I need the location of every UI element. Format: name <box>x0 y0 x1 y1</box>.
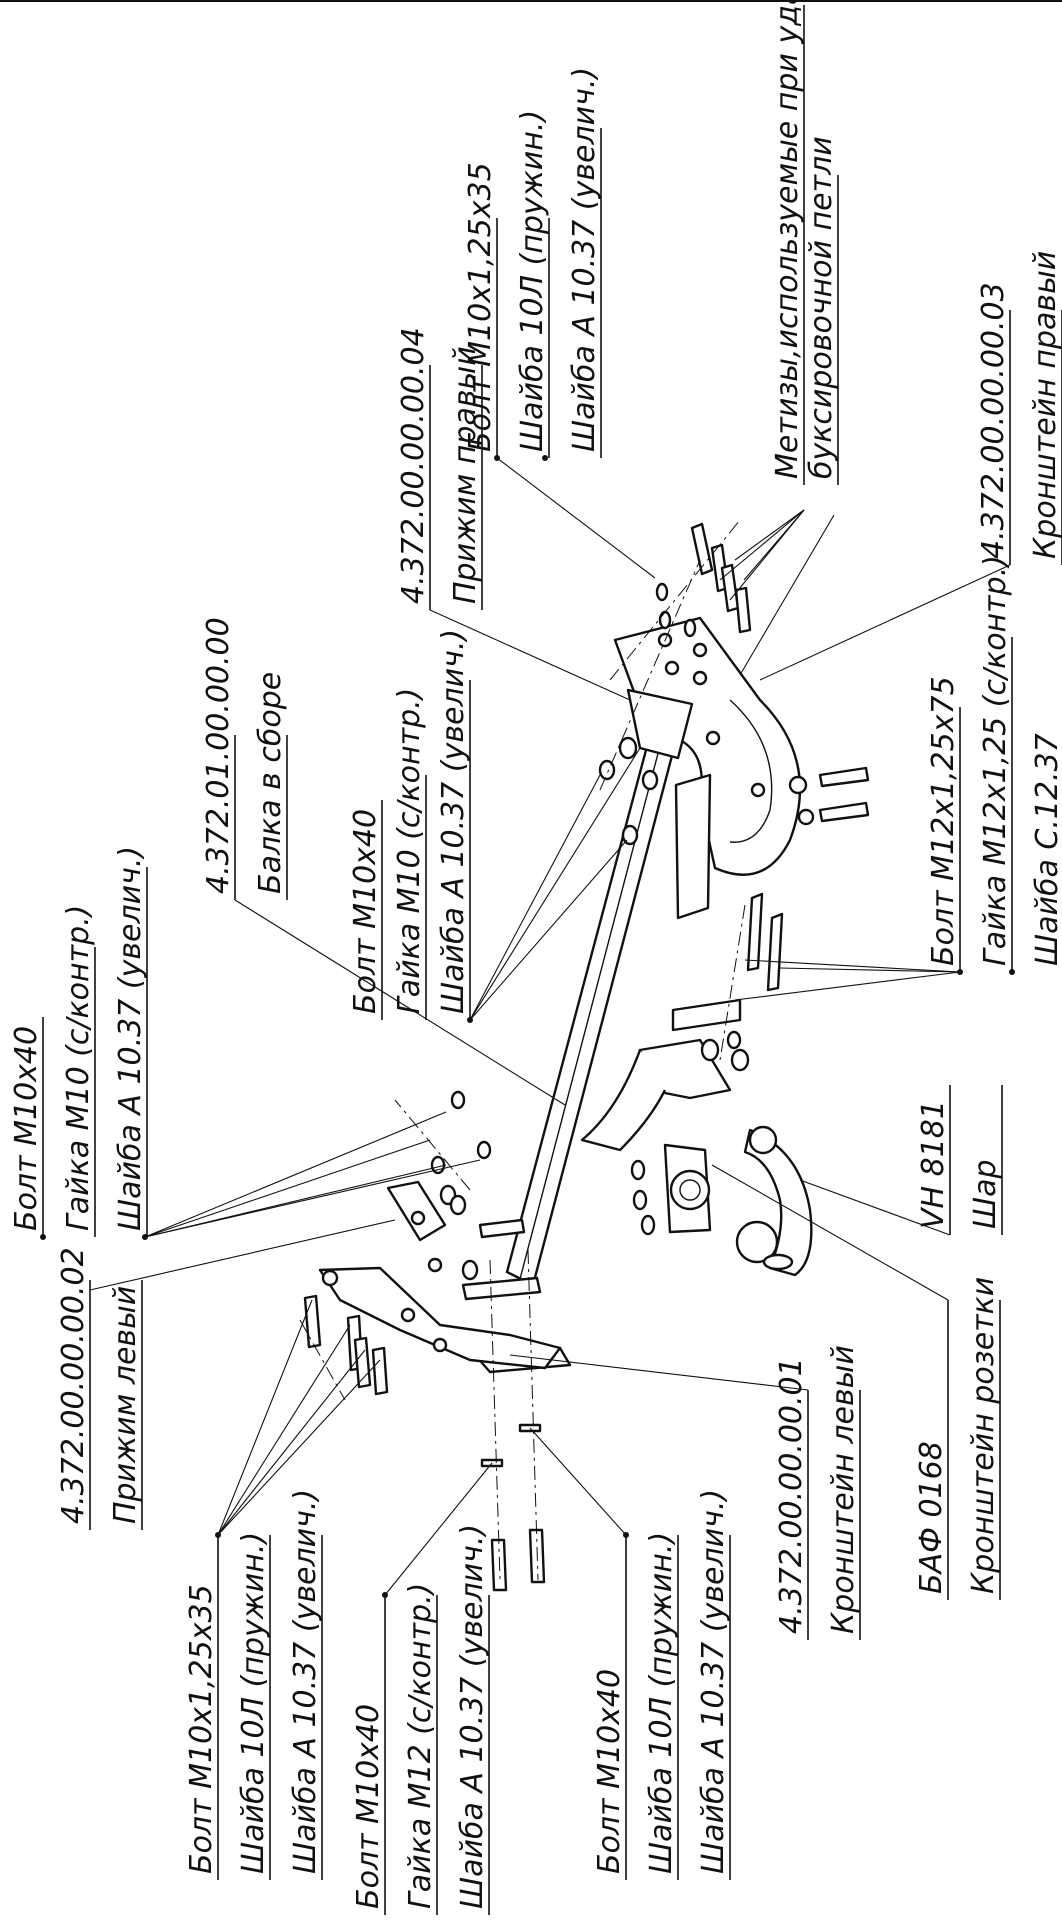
callout-label: Болт М10х40 <box>9 1026 44 1231</box>
callout-label: Болт М10х1,25х35 <box>463 162 498 452</box>
callout-label: Болт М10х40 <box>348 809 383 1014</box>
label-group-mid: Болт М10х40 Гайка М10 (с/контр.) Шайба А… <box>348 629 471 1020</box>
label-group-bl3: Болт М10х40 Шайба 10Л (пружин.) Шайба А … <box>592 1489 731 1880</box>
callout-label: Болт М10х40 <box>592 1669 627 1874</box>
callout-label: Шайба А 10.37 (увелич.) <box>455 1524 490 1909</box>
callout-label: Гайка М12 (с/контр.) <box>403 1583 438 1909</box>
right-clamp <box>626 632 721 920</box>
callout-label: Шайба С.12.37 <box>1030 733 1062 966</box>
center-bracket <box>580 892 784 1152</box>
callout-label: Кронштейн розетки <box>966 1277 1001 1594</box>
label-hw-removal: Метизы,используемые при удалении буксиро… <box>770 0 839 485</box>
label-bracket-right: 4.372.00.00.00.03 Кронштейн правый <box>976 251 1062 565</box>
leader-dots <box>40 455 1015 1598</box>
label-clamp-right: 4.372.00.00.00.04 Прижим правый <box>396 327 483 610</box>
callout-label: Прижим правый <box>448 346 483 604</box>
label-group-bl2: Болт М10х40 Гайка М12 (с/контр.) Шайба А… <box>351 1524 490 1915</box>
callout-label: Шайба 10Л (пружин.) <box>515 110 550 452</box>
callout-label: Болт М10х40 <box>351 1704 386 1909</box>
callout-label: Гайка М10 (с/контр.) <box>61 905 96 1231</box>
callout-label: Кронштейн правый <box>1028 251 1062 559</box>
callout-label: Болт М10х1,25х35 <box>184 1584 219 1874</box>
callout-label: VH 8181 <box>916 1100 951 1229</box>
label-socket: БАФ 0168 Кронштейн розетки <box>914 1277 1001 1600</box>
callout-label: Шайба А 10.37 (увелич.) <box>567 67 602 452</box>
callout-label: 4.372.00.00.00.03 <box>976 282 1011 559</box>
callout-label: Шайба 10Л (пружин.) <box>236 1532 271 1874</box>
callout-label: Шар <box>968 1159 1003 1229</box>
label-group-left-top: Болт М10х40 Гайка М10 (с/контр.) Шайба А… <box>9 846 148 1237</box>
callout-label: Гайка М12х1,25 (с/контр.) <box>978 555 1013 966</box>
callout-label: Метизы,используемые при удалении <box>770 0 805 479</box>
label-ball: VH 8181 Шар <box>916 1085 1003 1235</box>
callout-label: буксировочной петли <box>804 136 839 479</box>
axis-lines <box>299 519 746 1581</box>
callout-label: Прижим левый <box>108 1286 143 1524</box>
callout-label: Шайба 10Л (пружин.) <box>644 1532 679 1874</box>
callout-label: 4.372.00.00.00.01 <box>774 1357 809 1634</box>
tow-ball <box>735 1125 813 1277</box>
callout-label: Кронштейн левый <box>826 1345 861 1634</box>
callout-label: 4.372.00.00.00.04 <box>396 327 431 604</box>
left-clamp <box>386 1090 526 1281</box>
callout-label: Болт М12х1,25х75 <box>926 676 961 966</box>
callout-label: Балка в сборе <box>253 672 288 894</box>
callout-label: Шайба А 10.37 (увелич.) <box>113 846 148 1231</box>
leader-lines <box>89 457 1011 1596</box>
label-group-m12: Болт М12х1,25х75 Гайка М12х1,25 (с/контр… <box>926 555 1062 972</box>
callout-label: Шайба А 10.37 (увелич.) <box>288 1489 323 1874</box>
label-group-bl1: Болт М10х1,25х35 Шайба 10Л (пружин.) Шай… <box>184 1489 323 1880</box>
label-group-1: Болт М10х1,25х35 Шайба 10Л (пружин.) Шай… <box>463 67 602 458</box>
callout-label: БАФ 0168 <box>914 1441 949 1594</box>
left-lower-fasteners <box>480 1423 546 1592</box>
callout-label: Шайба А 10.37 (увелич.) <box>696 1489 731 1874</box>
callout-label: Гайка М10 (с/контр.) <box>392 688 427 1014</box>
right-bracket <box>613 616 815 876</box>
callout-label: 4.372.00.00.00.02 <box>56 1247 91 1524</box>
callout-label: 4.372.01.00.00.00 <box>201 617 236 894</box>
socket-bracket <box>630 1143 712 1236</box>
callout-label: Шайба А 10.37 (увелич.) <box>436 629 471 1014</box>
label-beam: 4.372.01.00.00.00 Балка в сборе <box>201 617 288 900</box>
label-bracket-left: 4.372.00.00.00.01 Кронштейн левый <box>774 1345 861 1640</box>
parts-layer <box>299 519 870 1592</box>
label-clamp-left: 4.372.00.00.00.02 Прижим левый <box>56 1247 143 1530</box>
